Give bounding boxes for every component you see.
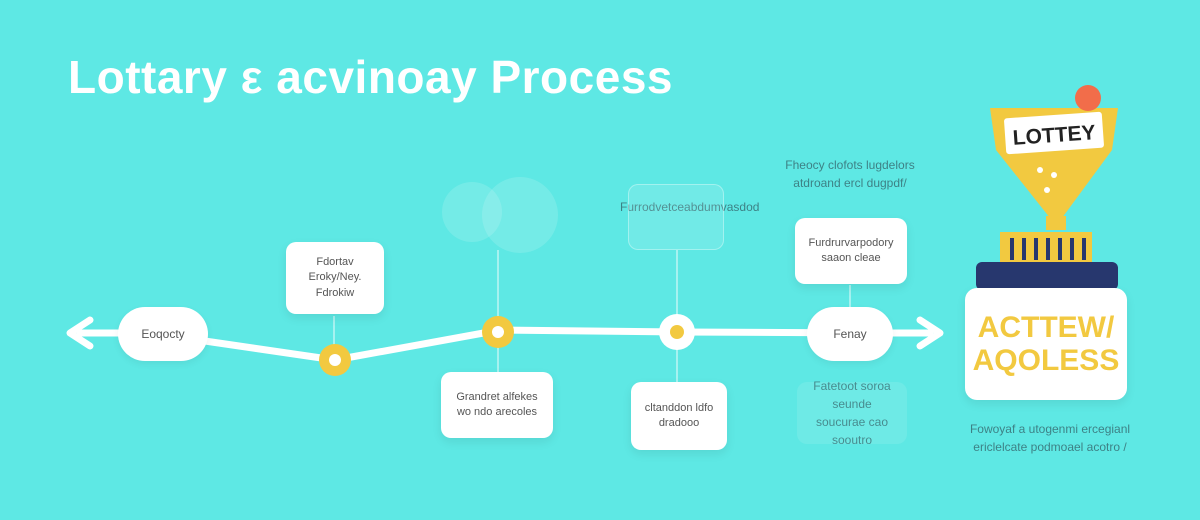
step-box-lower-2: cltanddon ldfo dradooo (631, 382, 727, 450)
step-box-upper-1: Fdortav Eroky/Ney. Fdrokiw (286, 242, 384, 314)
step-box-upper-4: Furdrurvarpodory saaon cleae (795, 218, 907, 284)
left-arrowhead (66, 316, 94, 350)
page-title: Lottary ε acvinoay Process (68, 51, 673, 103)
label-top-right: Fheocy clofots lugdelors atdroand ercl d… (785, 158, 915, 190)
label-lower-right: Fatetoot soroa seunde soucurae cao soout… (797, 379, 907, 447)
pill-end: Fenay (807, 307, 893, 361)
lottery-funnel-icon (990, 85, 1118, 230)
background-bubbles (442, 177, 558, 253)
label-top-mid: Furrodvetceabdumvasdod (620, 200, 760, 214)
right-arrowhead (916, 316, 944, 350)
label-bottom-right: Fowoyaf a utogenmi ercegianl ericlelcate… (969, 422, 1131, 454)
timeline-node-3 (659, 314, 695, 350)
ticket-dispenser-icon (976, 232, 1118, 290)
step-box-lower-1: Grandret alfekes wo ndo arecoles (441, 372, 553, 438)
pill-start: Eoqocty (118, 307, 208, 361)
active-process-card: ACTTEW/ AQOLESS (965, 288, 1127, 400)
empty-step-box (628, 184, 724, 250)
timeline-node-2 (482, 316, 514, 348)
connector-stems (333, 250, 851, 382)
timeline-node-1 (319, 344, 351, 376)
